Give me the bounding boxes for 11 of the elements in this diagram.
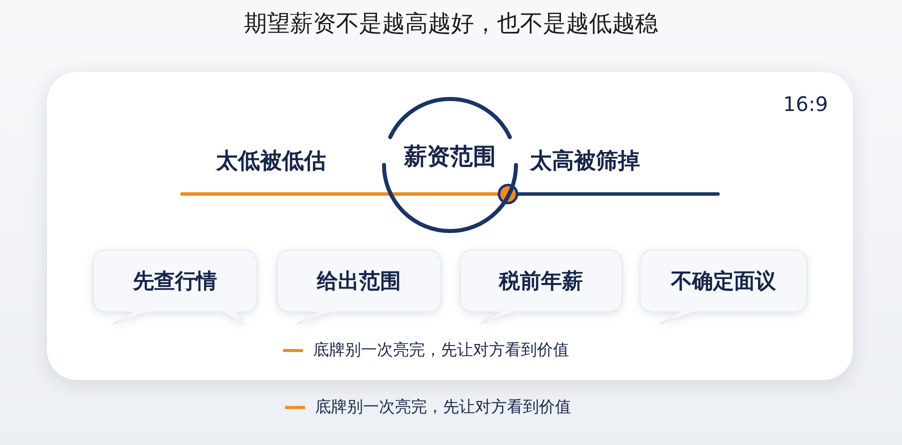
legend-text: 底牌别一次亮完，先让对方看到价值 <box>313 340 569 361</box>
legend-text: 底牌别一次亮完，先让对方看到价值 <box>315 397 571 418</box>
bubble-text: 给出范围 <box>316 268 402 295</box>
range-label: 薪资范围 <box>402 143 497 172</box>
title: 期望薪资不是越高越好，也不是越低越稳 <box>243 10 659 39</box>
bubble-text: 先查行情 <box>132 268 218 295</box>
scale-high-label: 太高被筛掉 <box>530 148 640 176</box>
scale-low-label: 太低被低估 <box>216 148 326 176</box>
bubble-text: 不确定面议 <box>670 268 777 295</box>
aspect-ratio-text: 16:9 <box>783 92 828 116</box>
bubble-text: 税前年薪 <box>498 268 584 295</box>
